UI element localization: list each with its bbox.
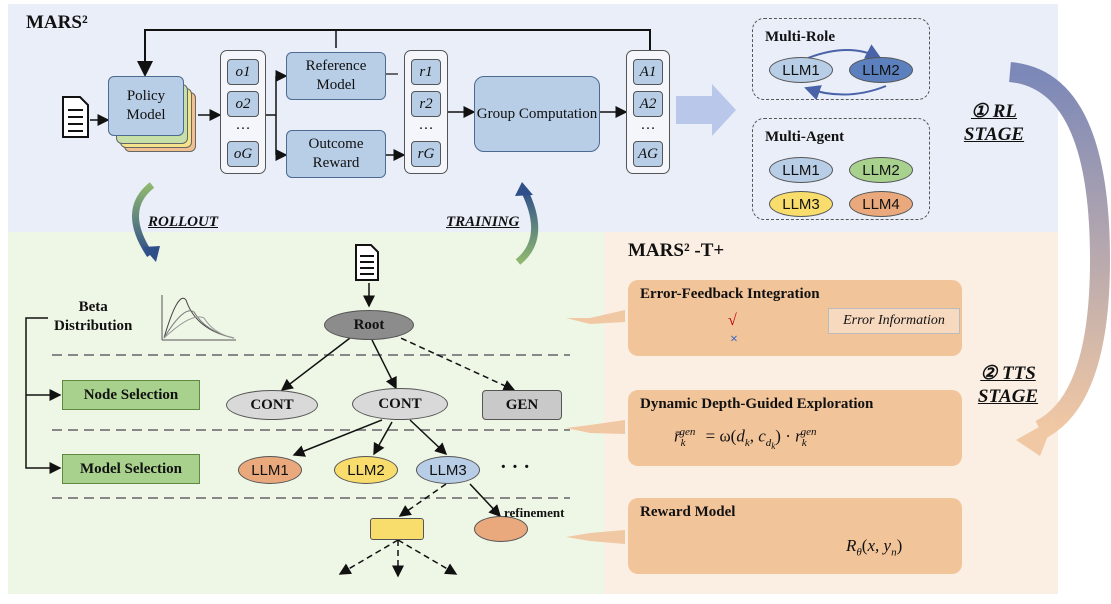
o-ellipsis: … [235,117,251,133]
dynamic-formula: r̄kgen = ω(dk, cdk) · rkgen [674,426,817,452]
more-dots: · · · [500,456,531,478]
multi-agent-title: Multi-Agent [765,129,845,145]
rollout-arrow [132,182,155,257]
stage-curve-arrow [1008,62,1111,439]
refinement-node [474,516,528,542]
beta-line2: Distribution [54,318,133,334]
r-column: r1 r2 … rG [404,50,448,174]
reward-formula: Rθ(x, yn) [846,536,903,559]
rollout-label: ROLLOUT [148,214,218,230]
error-information-label: Error Information [828,308,960,334]
big-arrow-icon [676,84,736,136]
beta-line1: Beta [78,299,108,315]
beta-distribution-chart [161,295,236,341]
o-cell: o1 [227,59,259,85]
root-node: Root [324,310,414,340]
tts-stage-line2: STAGE [977,386,1039,407]
llm-node: LLM1 [769,157,833,183]
llm-node: LLM1 [238,456,302,484]
node-selection-box: Node Selection [62,380,200,410]
error-feedback-title: Error-Feedback Integration [640,286,820,302]
o-cell: oG [227,141,259,167]
beta-distribution-label: Beta Distribution [54,298,132,336]
refined-node [370,518,424,540]
cont-node: CONT [352,388,448,420]
multi-role-box: Multi-Role LLM1 LLM2 [752,18,930,100]
llm-node: LLM3 [769,191,833,217]
model-selection-box: Model Selection [62,454,200,484]
training-arrow [515,188,539,265]
rl-stage-line1: ① RL [970,101,1018,122]
tree-document-icon [355,244,379,281]
policy-model-box: Policy Model [108,76,184,136]
group-computation-box: Group Computation [474,76,600,152]
training-label: TRAINING [446,214,520,230]
a-cell: A1 [633,59,663,85]
llm-node: LLM3 [416,456,480,484]
cont-node: CONT [226,390,318,420]
reward-model-card: Reward Model Rθ(x, yn) [628,498,962,574]
r-cell: r2 [411,91,441,117]
r-cell: rG [411,141,441,167]
r-cell: r1 [411,59,441,85]
a-ellipsis: … [640,117,656,133]
outcome-reward-box: Outcome Reward [286,130,386,178]
tts-stage-label: ② TTS STAGE [960,362,1056,408]
gen-node: GEN [482,390,562,420]
refinement-label: refinement [504,505,565,520]
o-column: o1 o2 … oG [220,50,266,174]
error-feedback-card: Error-Feedback Integration √ × Error Inf… [628,280,962,356]
rl-stage-label: ① RL STAGE [946,100,1042,146]
multi-role-title: Multi-Role [765,29,835,45]
a-column: A1 A2 … AG [626,50,670,174]
rl-stage-line2: STAGE [963,124,1025,145]
llm-node: LLM2 [849,157,913,183]
o-cell: o2 [227,91,259,117]
llm-node: LLM1 [769,57,833,83]
llm-node: LLM4 [849,191,913,217]
reference-model-box: Reference Model [286,52,386,100]
document-icon [62,96,89,138]
dynamic-depth-title: Dynamic Depth-Guided Exploration [640,396,874,412]
dynamic-depth-card: Dynamic Depth-Guided Exploration r̄kgen … [628,390,962,466]
check-icon: √ [728,312,737,329]
mars2-title: MARS² [26,12,88,33]
mars2-tplus-title: MARS² -T+ [628,240,725,261]
llm-node: LLM2 [334,456,398,484]
a-cell: AG [633,141,663,167]
multi-agent-box: Multi-Agent LLM1 LLM2 LLM3 LLM4 [752,118,930,220]
llm-node: LLM2 [849,57,913,83]
tts-stage-line1: ② TTS [980,363,1036,384]
r-ellipsis: … [418,117,434,133]
cross-icon: × [730,332,738,347]
reward-model-title: Reward Model [640,504,736,520]
a-cell: A2 [633,91,663,117]
